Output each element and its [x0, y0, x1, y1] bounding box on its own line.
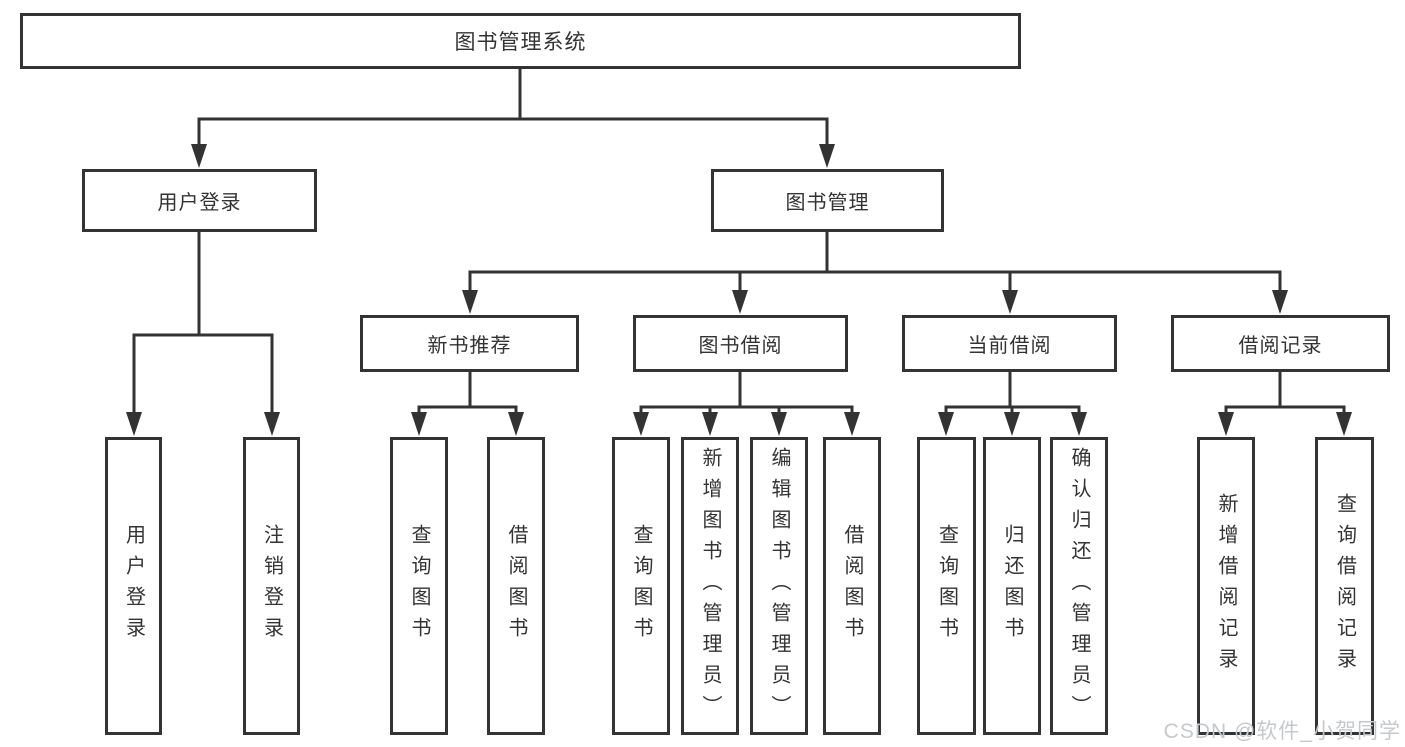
leaf-logout-login-label: 注销登录: [260, 524, 283, 648]
leaf-current-confirm-return-admin: 确认归还（管理员）: [1050, 437, 1108, 735]
leaf-recommend-borrow-books-label: 借阅图书: [505, 524, 527, 648]
node-user-login-label: 用户登录: [157, 192, 242, 214]
leaf-recommend-borrow-books: 借阅图书: [487, 437, 545, 735]
leaf-borrow-borrow-books-label: 借阅图书: [841, 524, 863, 648]
leaf-records-add-record-label: 新增借阅记录: [1215, 493, 1237, 679]
node-book-management-label: 图书管理: [785, 192, 870, 214]
leaf-current-return-books-label: 归还图书: [1001, 524, 1023, 648]
leaf-borrow-query-books-label: 查询图书: [630, 524, 652, 648]
leaf-borrow-edit-books-admin: 编辑图书（管理员）: [750, 437, 808, 735]
leaf-user-login-label: 用户登录: [122, 524, 145, 648]
leaf-borrow-add-books-admin-label: 新增图书（管理员）: [699, 446, 721, 726]
node-user-login: 用户登录: [82, 169, 317, 232]
node-root-system: 图书管理系统: [20, 13, 1021, 69]
leaf-logout-login: 注销登录: [243, 437, 300, 735]
csdn-watermark: CSDN @软件_小贺同学: [1163, 720, 1401, 743]
leaf-records-add-record: 新增借阅记录: [1197, 437, 1255, 735]
leaf-current-query-books: 查询图书: [917, 437, 976, 735]
leaf-current-query-books-label: 查询图书: [935, 524, 958, 648]
leaf-recommend-query-books: 查询图书: [390, 437, 448, 735]
node-book-borrow: 图书借阅: [633, 315, 848, 372]
node-borrow-records-label: 借阅记录: [1238, 335, 1323, 357]
leaf-current-confirm-return-admin-label: 确认归还（管理员）: [1068, 446, 1090, 726]
node-book-borrow-label: 图书借阅: [698, 335, 783, 357]
leaf-user-login: 用户登录: [105, 437, 162, 735]
node-new-book-recommend-label: 新书推荐: [427, 335, 512, 357]
leaf-records-query-record-label: 查询借阅记录: [1333, 493, 1356, 679]
leaf-recommend-query-books-label: 查询图书: [408, 524, 430, 648]
leaf-borrow-edit-books-admin-label: 编辑图书（管理员）: [768, 446, 790, 726]
node-root-label: 图书管理系统: [454, 31, 587, 54]
node-new-book-recommend: 新书推荐: [360, 315, 579, 372]
node-borrow-records: 借阅记录: [1171, 315, 1390, 372]
leaf-borrow-borrow-books: 借阅图书: [823, 437, 881, 735]
leaf-current-return-books: 归还图书: [983, 437, 1041, 735]
node-current-borrow-label: 当前借阅: [967, 335, 1052, 357]
node-book-management: 图书管理: [711, 169, 944, 232]
leaf-borrow-query-books: 查询图书: [612, 437, 670, 735]
node-current-borrow: 当前借阅: [902, 315, 1117, 372]
leaf-records-query-record: 查询借阅记录: [1315, 437, 1374, 735]
leaf-borrow-add-books-admin: 新增图书（管理员）: [681, 437, 739, 735]
